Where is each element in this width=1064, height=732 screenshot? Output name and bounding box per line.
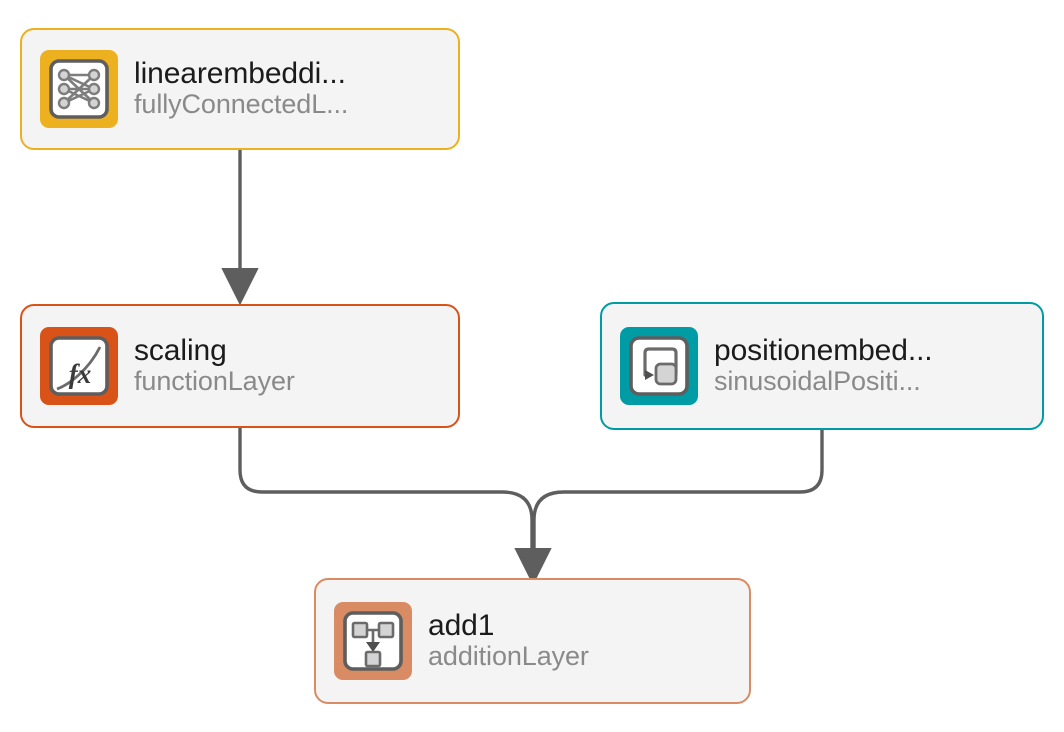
function-layer-icon: fx	[40, 327, 118, 405]
addition-layer-icon	[334, 602, 412, 680]
layer-node-title: positionembed...	[714, 334, 933, 367]
layer-node-labels: linearembeddi... fullyConnectedL...	[134, 58, 348, 120]
layer-node-labels: add1 additionLayer	[428, 610, 589, 672]
edge-positionembedding-to-add1	[532, 430, 824, 555]
layer-node-add1[interactable]: add1 additionLayer	[314, 578, 751, 704]
layer-node-title: scaling	[134, 334, 227, 367]
layer-node-subtitle: additionLayer	[428, 641, 589, 672]
layer-node-title: add1	[428, 609, 495, 642]
layer-node-subtitle: sinusoidalPositi...	[714, 366, 921, 397]
layer-node-positionembedding[interactable]: positionembed... sinusoidalPositi...	[600, 302, 1044, 430]
svg-text:fx: fx	[69, 359, 92, 389]
layer-node-subtitle: fullyConnectedL...	[134, 89, 349, 120]
sinusoidal-position-encoding-layer-icon	[620, 327, 698, 405]
layer-node-subtitle: functionLayer	[134, 366, 295, 397]
layer-node-labels: scaling functionLayer	[134, 335, 295, 397]
layer-node-linearembedding[interactable]: linearembeddi... fullyConnectedL...	[20, 28, 460, 150]
edge-scaling-to-add1	[238, 428, 534, 555]
layer-node-title: linearembeddi...	[134, 57, 346, 90]
layer-node-scaling[interactable]: fx scaling functionLayer	[20, 304, 460, 428]
layer-node-labels: positionembed... sinusoidalPositi...	[714, 335, 933, 397]
fully-connected-layer-icon	[40, 50, 118, 128]
